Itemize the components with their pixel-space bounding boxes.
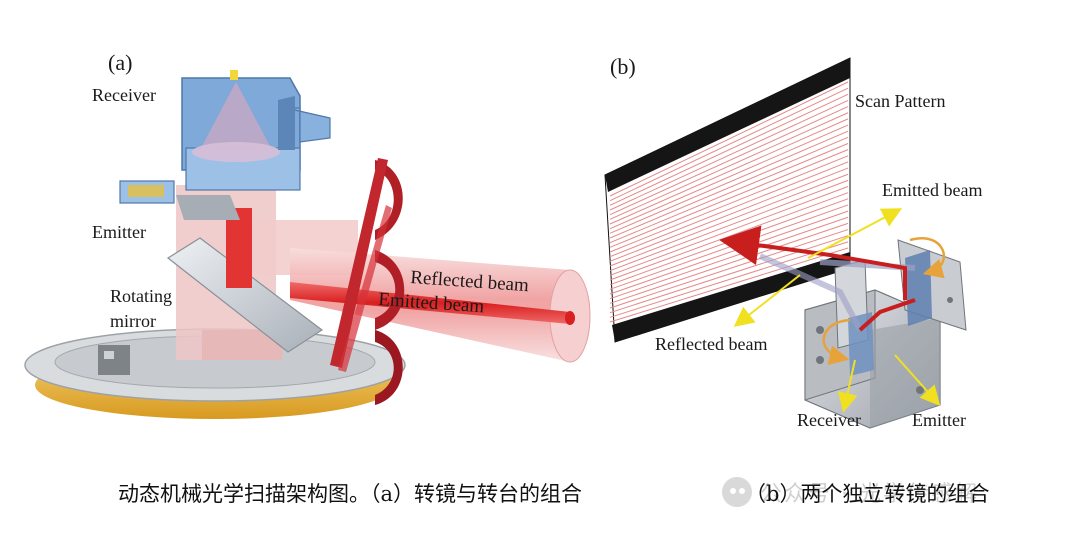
watermark: 公众号 · 光学传感解: [722, 474, 1052, 510]
scan-line: [609, 173, 849, 267]
scan-line: [609, 118, 849, 225]
beams-b: [719, 225, 916, 332]
label-emitter-a: Emitter: [92, 222, 146, 242]
emitter-module: [119, 180, 240, 220]
scan-line: [609, 229, 849, 309]
scan-line: [609, 149, 849, 248]
label-receiver-b: Receiver: [797, 410, 861, 430]
rotating-mirror: [166, 237, 324, 353]
panel-b: (b) Scan Pattern Emitted beam Reflected …: [604, 54, 982, 430]
scan-line: [609, 155, 849, 253]
scan-line: [609, 136, 849, 239]
scan-line: [609, 130, 849, 234]
scan-line: [609, 241, 849, 318]
internal-beam: [226, 208, 252, 288]
caption-part-a: 动态机械光学扫描架构图。（a）转镜与转台的组合: [118, 482, 583, 506]
scan-line: [609, 143, 849, 244]
scan-line: [609, 247, 849, 323]
rotation-arrows: [822, 237, 946, 366]
label-emitted-beam-b: Emitted beam: [882, 180, 982, 200]
label-rotating: Rotating: [110, 286, 172, 306]
receiver-housing: [181, 70, 331, 191]
indicator-arrows: [733, 208, 941, 413]
label-receiver-a: Receiver: [92, 85, 156, 105]
label-reflected-beam-b: Reflected beam: [655, 334, 767, 354]
scan-line: [609, 235, 849, 314]
wechat-logo-icon: [722, 477, 752, 507]
scan-screen: [604, 57, 851, 343]
panel-a: (a) Receiver Emitter Rotating mirror Ref…: [24, 50, 591, 419]
scan-line: [609, 112, 849, 220]
scan-line: [609, 167, 849, 262]
scan-line: [609, 106, 849, 216]
scan-line: [609, 81, 849, 197]
label-emitter-b: Emitter: [912, 410, 966, 430]
scan-line: [609, 124, 849, 230]
scan-line: [609, 87, 849, 202]
rotary-stage: [24, 328, 406, 419]
label-mirror: mirror: [110, 311, 156, 331]
caption-part-b: （b）两个独立转镜的组合: [745, 482, 990, 506]
label-scan-pattern: Scan Pattern: [855, 91, 945, 111]
watermark-text: 公众号 · 光学传感解: [760, 482, 979, 507]
scan-line: [609, 93, 849, 206]
panel-b-tag: (b): [610, 54, 636, 79]
scan-fan: [330, 158, 405, 405]
panel-a-tag: (a): [108, 50, 132, 75]
scan-line: [609, 161, 849, 258]
scan-line: [609, 99, 849, 211]
